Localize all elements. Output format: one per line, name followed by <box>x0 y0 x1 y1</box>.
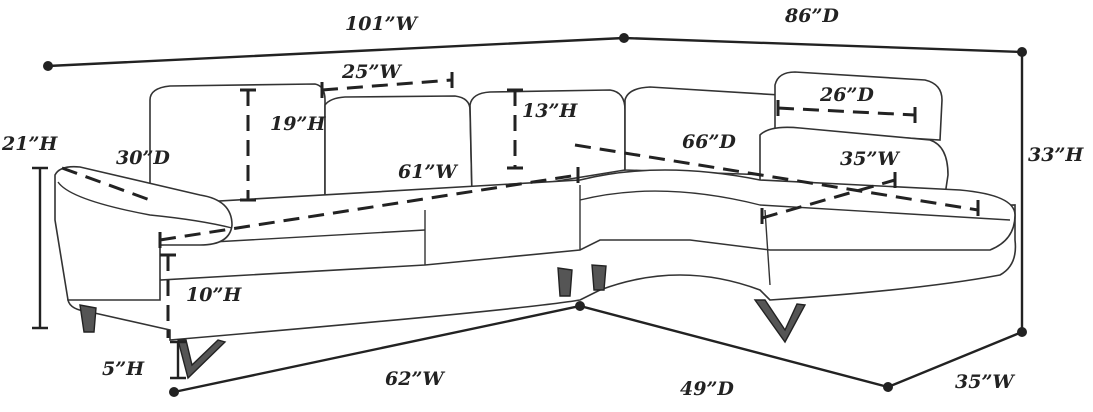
chaise-seat-width-label: 35”W <box>840 148 900 170</box>
back-mid <box>324 95 473 201</box>
headrest-depth-label: 26”D <box>819 84 874 106</box>
arm-height-label: 21”H <box>1 133 58 155</box>
seat-width-label: 61”W <box>398 161 458 183</box>
seat <box>149 169 1016 281</box>
chaise-depth-label: 66”D <box>682 131 736 153</box>
base-depth-label: 49”D <box>680 378 734 400</box>
headrest-right <box>774 71 943 141</box>
arm-depth-label: 30”D <box>116 147 170 169</box>
seat-height-label: 10”H <box>186 284 242 306</box>
base-width-label: 62”W <box>385 368 445 390</box>
back-height-label: 19”H <box>270 113 326 135</box>
left-arm <box>54 165 233 301</box>
headrest-height-label: 13”H <box>522 100 578 122</box>
leg <box>79 304 97 333</box>
leg-height-label: 5”H <box>102 358 145 380</box>
leg <box>753 299 807 344</box>
overall-height-label: 33”H <box>1028 144 1084 166</box>
headrest-width-label: 25”W <box>341 61 402 83</box>
leg <box>557 264 607 297</box>
overall-depth-label: 86”D <box>784 5 839 27</box>
back-far-right <box>759 126 949 196</box>
chaise-width-label: 35”W <box>955 371 1015 393</box>
back-left <box>149 83 326 206</box>
overall-width-label: 101”W <box>345 13 419 35</box>
leg <box>177 339 227 380</box>
